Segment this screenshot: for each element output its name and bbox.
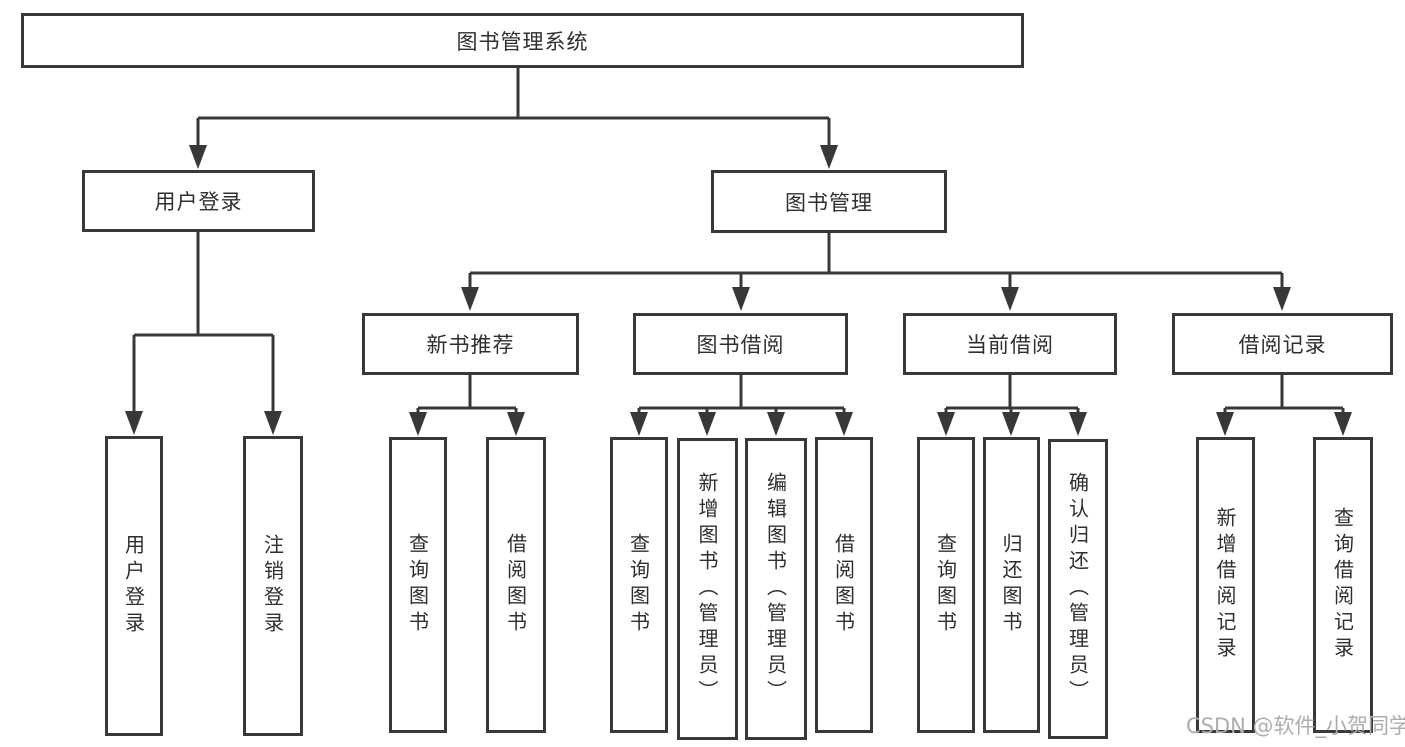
connector-new-book-recommend-to-leaves [416,375,518,418]
node-label: 用户登录 [121,534,146,638]
connector-book-borrowing-to-leaves [637,375,846,418]
connector-borrow-records-to-leaves [1223,375,1345,418]
node-leaf-user-login: 用户登录 [105,436,163,736]
arrowheads-group [125,145,1352,436]
node-label: 查询图书 [626,533,651,637]
node-borrow-records: 借阅记录 [1172,313,1393,375]
connector-root-to-level2 [196,68,831,150]
arrow-down-icon [507,412,525,436]
node-label: 用户登录 [154,190,243,214]
arrow-down-icon [1069,412,1087,436]
arrow-down-icon [461,287,479,311]
arrow-down-icon [1334,412,1352,436]
node-label: 新增借阅记录 [1213,507,1237,663]
node-leaf-br-add: 新增借阅记录 [1196,437,1255,733]
node-label: 借阅图书 [831,533,856,637]
arrow-down-icon [732,287,750,311]
connector-book-management-to-level3 [468,233,1284,292]
arrow-down-icon [264,411,282,435]
node-label: 借阅图书 [503,533,528,637]
node-label: 图书管理系统 [456,29,589,54]
node-label: 注销登录 [260,534,285,638]
node-new-book-recommend: 新书推荐 [362,313,579,375]
arrow-down-icon [1273,287,1291,311]
node-label: 确认归还（管理员） [1065,472,1090,706]
node-book-borrowing: 图书借阅 [633,313,848,375]
arrow-down-icon [189,145,207,169]
node-label: 编辑图书（管理员） [763,472,788,706]
arrow-down-icon [937,412,955,436]
node-leaf-cb-confirm: 确认归还（管理员） [1048,439,1108,739]
arrow-down-icon [820,145,838,169]
node-current-borrowing: 当前借阅 [903,313,1117,375]
arrow-down-icon [835,412,853,436]
node-label: 当前借阅 [966,333,1054,357]
arrow-down-icon [767,412,785,436]
node-user-login: 用户登录 [82,170,315,232]
node-label: 查询图书 [405,533,430,637]
arrow-down-icon [1216,412,1234,436]
arrow-down-icon [1001,287,1019,311]
node-leaf-nbr-borrow: 借阅图书 [486,437,546,733]
node-leaf-bb-borrow: 借阅图书 [815,437,873,733]
node-label: 查询图书 [933,533,958,637]
node-leaf-cb-return: 归还图书 [983,437,1040,733]
arrow-down-icon [1002,412,1020,436]
node-label: 新增图书（管理员） [695,472,719,706]
node-book-management: 图书管理 [711,170,947,233]
node-label: 图书借阅 [696,333,785,357]
arrow-down-icon [630,412,648,436]
node-leaf-br-query: 查询借阅记录 [1313,437,1373,733]
arrow-down-icon [698,412,716,436]
node-label: 图书管理 [785,190,873,215]
node-label: 查询借阅记录 [1330,507,1355,663]
connector-current-borrowing-to-leaves [944,375,1080,418]
arrow-down-icon [409,412,427,436]
node-leaf-bb-edit: 编辑图书（管理员） [745,438,807,740]
node-label: 新书推荐 [426,333,515,357]
node-root: 图书管理系统 [21,13,1024,68]
node-leaf-logout: 注销登录 [243,436,303,736]
node-leaf-cb-query: 查询图书 [917,437,975,733]
node-leaf-bb-add: 新增图书（管理员） [677,438,738,740]
connector-user-login-to-leaves [132,232,275,418]
node-leaf-nbr-query: 查询图书 [389,437,447,733]
watermark: CSDN @软件_小贺同学 [1186,714,1405,738]
node-label: 归还图书 [999,533,1023,637]
node-leaf-bb-query: 查询图书 [610,437,668,733]
node-label: 借阅记录 [1238,333,1327,357]
arrow-down-icon [125,411,143,435]
